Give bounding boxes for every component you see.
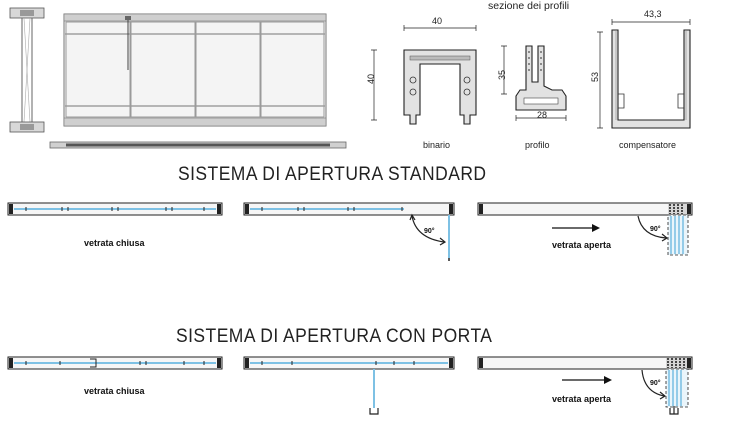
standard-open-plan (477, 202, 693, 256)
standard-opening-plan (243, 202, 455, 261)
standard-closed-plan (7, 202, 223, 216)
door-angle-label: 90° (650, 380, 661, 387)
profilo-profile-drawing (501, 45, 567, 121)
side-section-drawing (9, 7, 45, 133)
binario-label: binario (423, 140, 451, 150)
profilo-width-dim: 28 (537, 110, 548, 120)
binario-height-dim: 40 (366, 73, 376, 84)
binario-profile-drawing (371, 25, 477, 125)
standard-open-label: vetrata aperta (552, 240, 612, 250)
compensatore-label: compensatore (619, 140, 677, 150)
system-door-title: SISTEMA DI APERTURA CON PORTA (176, 326, 493, 347)
door-closed-label: vetrata chiusa (84, 386, 145, 396)
standard-closed-label: vetrata chiusa (84, 238, 145, 248)
profiles-section-heading: sezione dei profili (488, 0, 570, 12)
door-open-plan (477, 356, 693, 415)
binario-width-dim: 40 (432, 16, 443, 26)
system-standard-title: SISTEMA DI APERTURA STANDARD (178, 164, 487, 185)
front-elevation-drawing (63, 13, 327, 127)
door-closed-plan (7, 356, 223, 370)
standard-angle-label-1: 90° (424, 228, 435, 235)
door-open-label: vetrata aperta (552, 394, 612, 404)
profilo-label: profilo (525, 140, 550, 150)
compensatore-width-dim: 43,3 (644, 9, 662, 19)
door-opening-plan (243, 356, 455, 415)
profilo-height-dim: 35 (497, 69, 507, 80)
standard-angle-label-2: 90° (650, 226, 661, 233)
bottom-track-drawing (49, 141, 347, 149)
compensatore-height-dim: 53 (590, 71, 600, 82)
compensatore-profile-drawing (597, 19, 691, 129)
